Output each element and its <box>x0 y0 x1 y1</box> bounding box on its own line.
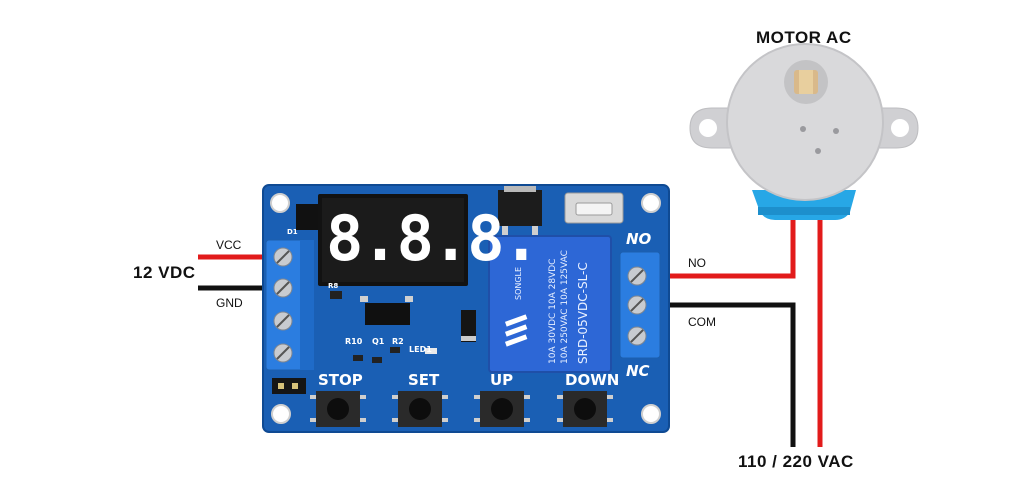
up-button-label: UP <box>490 371 514 389</box>
stop-button-label: STOP <box>318 371 363 389</box>
relay-rating-2: 10A 30VDC 10A 28VDC <box>548 258 558 364</box>
seven-segment-display-icon <box>318 194 468 286</box>
seven-segment-readout: 8.8.8. <box>326 202 540 275</box>
no-wire <box>655 218 796 279</box>
com-wire <box>655 302 796 447</box>
relay-model-text: SRD-05VDC-SL-C <box>576 262 590 364</box>
down-button-label: DOWN <box>565 371 620 389</box>
relay-timer-board <box>262 184 670 433</box>
silk-r8: R8 <box>328 282 339 290</box>
set-button-label: SET <box>408 371 440 389</box>
com-wire-label: COM <box>688 315 716 329</box>
vcc-label: VCC <box>216 238 242 252</box>
silk-r2: R2 <box>392 337 404 346</box>
silk-led1: LED1 <box>409 345 432 354</box>
relay-brand-text: SONGLE <box>514 266 523 300</box>
relay-icon <box>488 235 612 373</box>
screw-terminal-icon <box>265 239 314 371</box>
ac-motor <box>689 43 919 220</box>
micro-usb-icon <box>564 192 624 224</box>
no-wire-label: NO <box>688 256 706 270</box>
motor-label: MOTOR AC <box>756 28 852 47</box>
gnd-label: GND <box>216 296 243 310</box>
silk-q1: Q1 <box>372 337 385 346</box>
push-button-icon <box>310 391 613 427</box>
terminal-nc-label: NC <box>626 362 650 380</box>
ac-voltage-label: 110 / 220 VAC <box>738 452 854 471</box>
relay-rating-1: 10A 250VAC 10A 125VAC <box>560 250 570 364</box>
terminal-no-label: NO <box>626 230 652 248</box>
screw-terminal-icon <box>619 251 661 359</box>
supply-voltage-label: 12 VDC <box>133 263 196 282</box>
silk-r10: R10 <box>345 337 363 346</box>
silk-d1: D1 <box>287 228 298 236</box>
